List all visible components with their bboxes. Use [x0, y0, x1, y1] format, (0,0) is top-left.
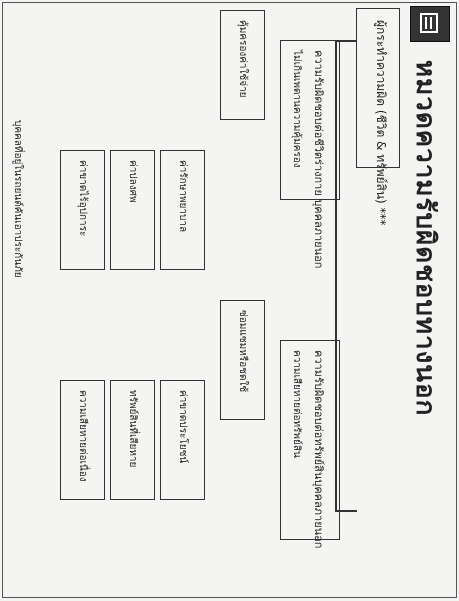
b2-item-box [220, 300, 265, 420]
b2-item-box [160, 380, 205, 500]
b1-item: คุ้มครองค่าใช้จ่าย [237, 20, 248, 98]
branch-2-heading: ความรับผิดชอบต่อทรัพย์สินบุคคลภายนอก [312, 350, 325, 549]
b1-item-box [110, 150, 155, 270]
b2-item: ค่าขาดประโยชน์ [177, 390, 188, 464]
footnote: บุคคลที่อยู่ในรถยนต์คันเอาประกันภัย [12, 120, 23, 278]
b2-item-box [110, 380, 155, 500]
b1-item-box [160, 150, 205, 270]
section-icon-box [410, 6, 450, 42]
branch-1-subheading: ไม่เกินเพดานความคุ้มครอง [291, 50, 302, 168]
branch-2-box [280, 340, 340, 540]
b1-item-box [220, 10, 265, 120]
root-label: ผู้กระทำความผิด (ชีวิต & ทรัพย์สิน) *** [374, 20, 388, 226]
b1-item: ค่าปลงศพ [127, 160, 138, 203]
branch-1-box [280, 40, 340, 200]
b1-item: ค่าขาดไร้อุปการะ [77, 160, 88, 237]
b1-item-box [60, 150, 105, 270]
b2-item: ซ่อมแซมหรือชดใช้ [237, 310, 248, 393]
branch-1-heading: ความรับผิดชอบต่อชีวิตร่างกาย บุคคลภายนอก [312, 50, 325, 269]
main-title: หมวดความรับผิดชอบทางนอก [410, 60, 440, 417]
b1-item: ค่ารักษาพยาบาล [177, 160, 188, 233]
b2-item-box [60, 380, 105, 500]
tree-connector [335, 510, 357, 512]
b2-item: ทรัพย์สินที่เสียหาย [127, 390, 138, 468]
branch-2-subheading: ความเสียหายต่อทรัพย์สิน [291, 350, 302, 458]
document-icon [420, 13, 438, 33]
b2-item: ความเสียหายต่อเนื่อง [77, 390, 88, 482]
tree-connector [335, 40, 337, 510]
tree-connector [335, 40, 357, 42]
root-box [356, 8, 400, 168]
